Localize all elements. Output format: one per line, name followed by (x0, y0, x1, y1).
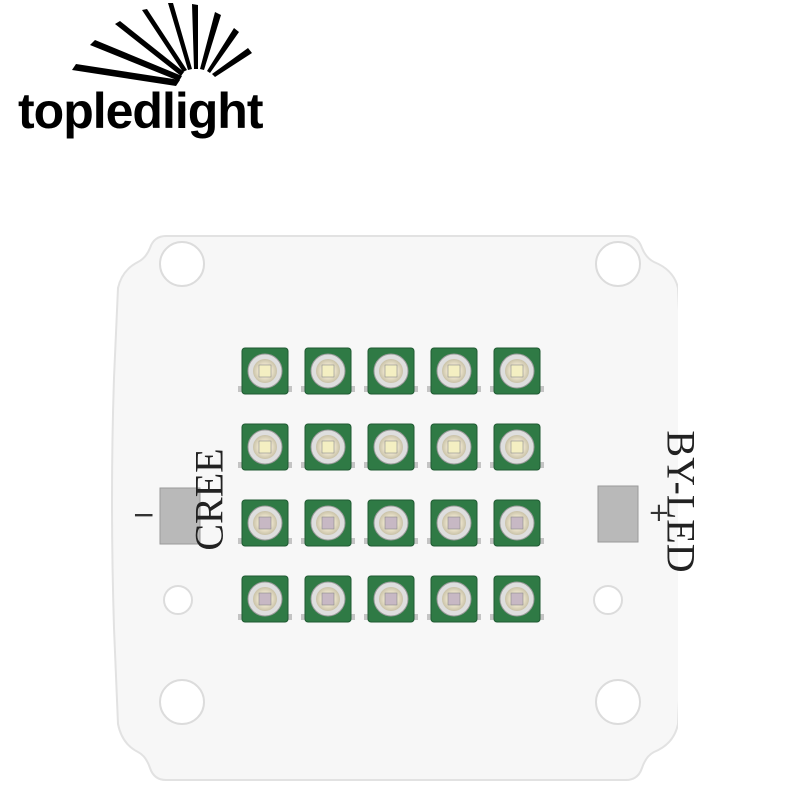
led-chip (301, 499, 355, 547)
led-chip (364, 575, 418, 623)
led-pcb-board: CREE BY-LED − + (110, 228, 704, 788)
led-chip (364, 347, 418, 395)
mounting-hole (595, 241, 641, 287)
led-chip (490, 499, 544, 547)
negative-symbol: − (132, 498, 156, 531)
led-chip (238, 575, 292, 623)
led-grid (238, 347, 544, 623)
mounting-hole (159, 241, 205, 287)
led-chip (427, 499, 481, 547)
mounting-hole (159, 679, 205, 725)
brand-name: topledlight (18, 83, 263, 139)
led-chip (238, 499, 292, 547)
led-chip (427, 575, 481, 623)
led-chip (490, 423, 544, 471)
mounting-hole (595, 679, 641, 725)
led-chip (301, 423, 355, 471)
led-chip (490, 575, 544, 623)
brand-logo: topledlight (12, 0, 312, 150)
led-chip (238, 347, 292, 395)
led-chip (238, 423, 292, 471)
led-chip (427, 347, 481, 395)
led-chip (364, 423, 418, 471)
sunburst-rays-icon (72, 3, 252, 86)
screw-hole (593, 585, 623, 615)
led-chip (301, 575, 355, 623)
screw-hole (163, 585, 193, 615)
led-chip (364, 499, 418, 547)
pcb-drawing (111, 235, 678, 781)
led-chip (490, 347, 544, 395)
led-chip (427, 423, 481, 471)
led-chip (301, 347, 355, 395)
negative-pad (159, 487, 201, 545)
positive-pad (597, 485, 639, 543)
cree-label: CREE (186, 448, 232, 551)
positive-symbol: + (648, 498, 670, 528)
